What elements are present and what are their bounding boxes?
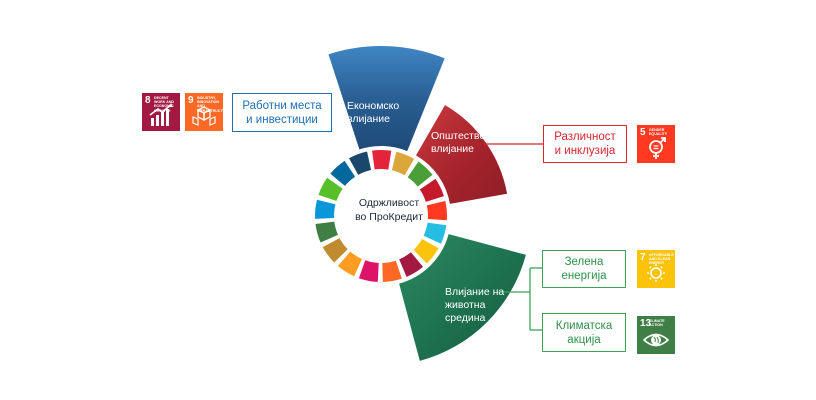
sdg7-tile: 7 Affordable and clean energy [637,250,675,288]
sdg5-title: Gender equality [649,128,668,137]
wheel-segment [372,150,392,170]
wheel-segment [407,161,433,187]
wheel-segment [349,151,372,175]
growth-chart-icon [149,103,173,126]
wheel-segment [322,238,348,263]
sdg7-title: Affordable and clean energy [649,253,674,266]
climate-action-line1: Климатска [555,319,613,332]
environment-impact-line1: Влијание на [445,286,505,298]
sdg-color-wheel [314,150,447,282]
environment-impact-line2: животна [445,299,486,311]
wheel-segment [423,222,447,244]
diversity-inclusion-line1: Различност [554,131,616,143]
economic-impact-line1: Економско [347,100,400,112]
environment-impact-line3: средина [445,312,486,324]
gender-equality-icon [649,137,666,159]
wheel-segment [419,178,444,202]
wheel-segment [426,201,447,221]
wheel-segment [330,160,356,186]
economic-impact-line2: влијание [347,113,391,125]
diversity-inclusion-box: Различност и инклузија [543,125,627,163]
jobs-investment-line2: и инвестиции [246,113,318,126]
green-energy-line1: Зелена [564,256,604,268]
sdg9-title: Industry, innovation and infrastructure [197,96,223,113]
social-impact-wedge [416,105,508,204]
sdg9-number: 9 [188,95,194,106]
social-impact-line1: Општествено [431,130,497,142]
wheel-segment [318,177,343,201]
eye-globe-icon [642,333,670,347]
climate-action-line2: акција [567,333,601,346]
hub-label-line2: во ПроКредит [355,211,423,223]
sdg8-title: Decent work and economic growth [154,96,175,113]
sdg9-tile: 9 Industry, innovation and infrastructur… [185,93,223,131]
wheel-segment [382,260,402,282]
sdg7-number: 7 [640,252,646,263]
jobs-investment-box: Работни места и инвестиции [232,93,332,132]
sdg5-number: 5 [640,127,646,138]
sdg13-title: Climate action [649,319,665,328]
connector-lines [311,111,544,331]
green-energy-line2: енергија [561,270,607,282]
economic-impact-label: Економско влијание [347,100,399,126]
green-energy-box: Зелена енергија [542,250,626,288]
sdg5-tile: 5 Gender equality [637,125,675,163]
wheel-segment [314,199,336,219]
wheel-segment [413,238,439,264]
wheel-segment [399,252,424,277]
hub-label: Одржливост во ПроКредит [339,196,439,224]
wheel-segment [358,260,379,282]
social-impact-line2: влијание [431,143,475,155]
diversity-inclusion-line2: и инклузија [554,145,616,157]
environment-impact-wedge [399,234,526,361]
cubes-icon [192,106,216,126]
sdg8-tile: 8 Decent work and economic growth [142,93,180,131]
sdg13-tile: 13 Climate action [637,316,675,354]
wheel-segment [337,251,362,277]
sdg13-number: 13 [640,318,652,329]
sun-icon [647,264,665,282]
hub-label-line1: Одржливост [358,197,420,209]
wheel-segment [391,151,415,176]
wheel-segment [315,221,338,243]
sdg8-number: 8 [145,95,151,106]
economic-impact-wedge [328,46,445,152]
social-impact-label: Општествено влијание [431,130,497,156]
environment-impact-label: Влијание на животна средина [445,286,504,325]
jobs-investment-line1: Работни места [242,99,322,112]
climate-action-box: Климатска акција [542,313,626,352]
